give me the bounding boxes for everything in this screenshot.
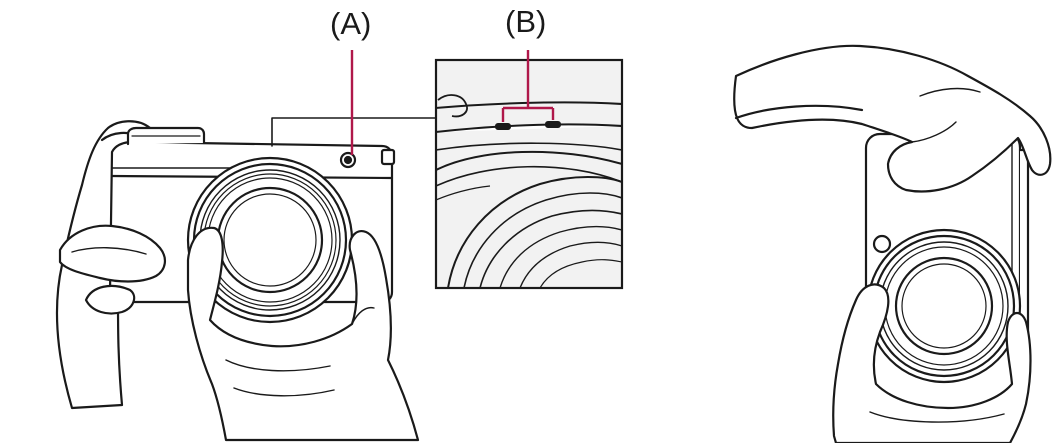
lens-glass — [218, 188, 322, 292]
zoom-connector-line — [272, 118, 436, 146]
callout-label-b: (B) — [505, 6, 546, 37]
mic-slot-left — [496, 124, 510, 129]
mic-slot-right — [546, 122, 560, 127]
strap-lug — [382, 150, 394, 164]
callout-label-a: (A) — [330, 8, 371, 39]
camera-held-vertical — [734, 46, 1050, 443]
camera-held-horizontal — [57, 118, 436, 440]
lens-glass-vertical — [896, 258, 992, 354]
microphone-vertical — [874, 236, 890, 252]
